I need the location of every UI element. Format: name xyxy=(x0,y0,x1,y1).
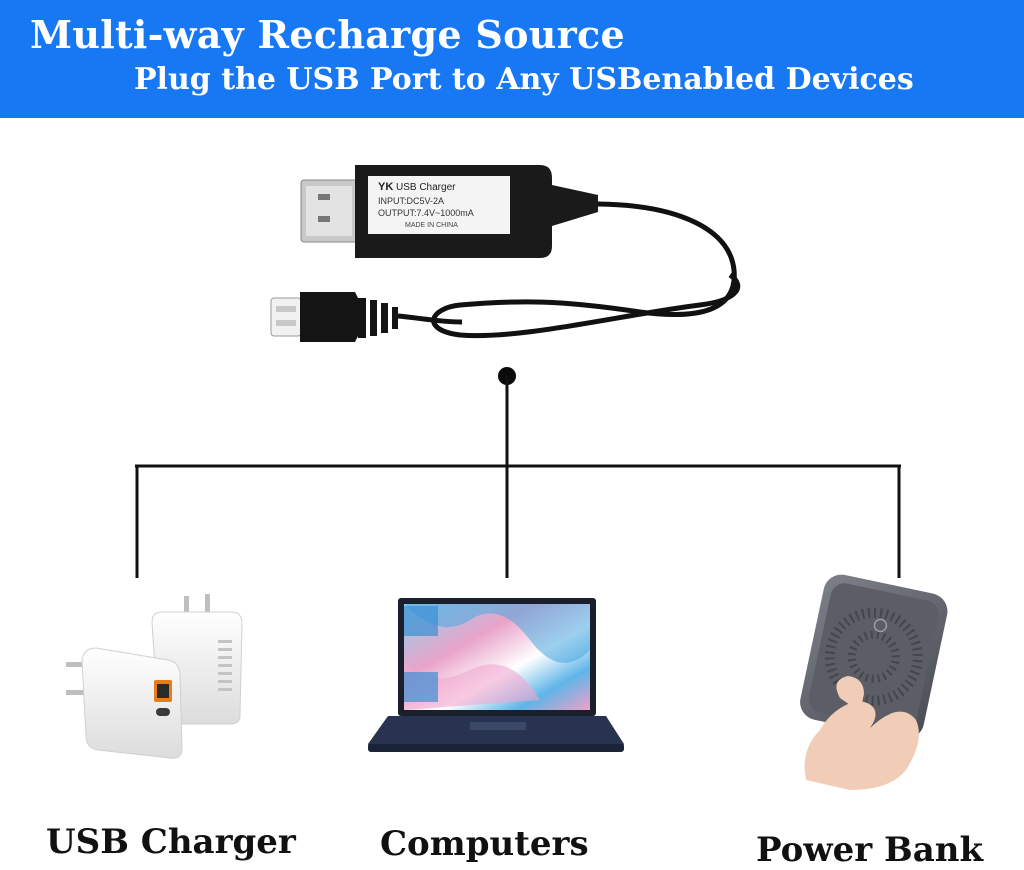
usb-charging-cable: YK USB Charger INPUT:DC5V-2A OUTPUT:7.4V… xyxy=(270,165,741,342)
header-banner: Multi-way Recharge Source Plug the USB P… xyxy=(0,0,1024,118)
usb-a-plug xyxy=(300,179,360,243)
banner-subtitle: Plug the USB Port to Any USBenabled Devi… xyxy=(134,62,914,97)
usb-wall-charger-image xyxy=(66,594,243,759)
hand xyxy=(804,701,919,790)
caption-computers: Computers xyxy=(380,824,589,864)
battery-connector xyxy=(270,292,398,342)
charger-label xyxy=(368,176,510,234)
power-bank-image xyxy=(800,574,948,790)
laptop-image xyxy=(368,598,624,752)
connection-lines xyxy=(135,367,901,578)
caption-power-bank: Power Bank xyxy=(756,830,984,870)
label-origin: MADE IN CHINA xyxy=(405,222,458,229)
cable-wire xyxy=(431,201,741,339)
label-output: OUTPUT:7.4V~1000mA xyxy=(378,208,474,218)
label-input: INPUT:DC5V-2A xyxy=(378,196,444,206)
caption-usb-charger: USB Charger xyxy=(46,822,296,862)
label-brand: YK xyxy=(378,181,393,193)
banner-title: Multi-way Recharge Source xyxy=(30,12,625,57)
label-name: USB Charger xyxy=(396,182,456,193)
